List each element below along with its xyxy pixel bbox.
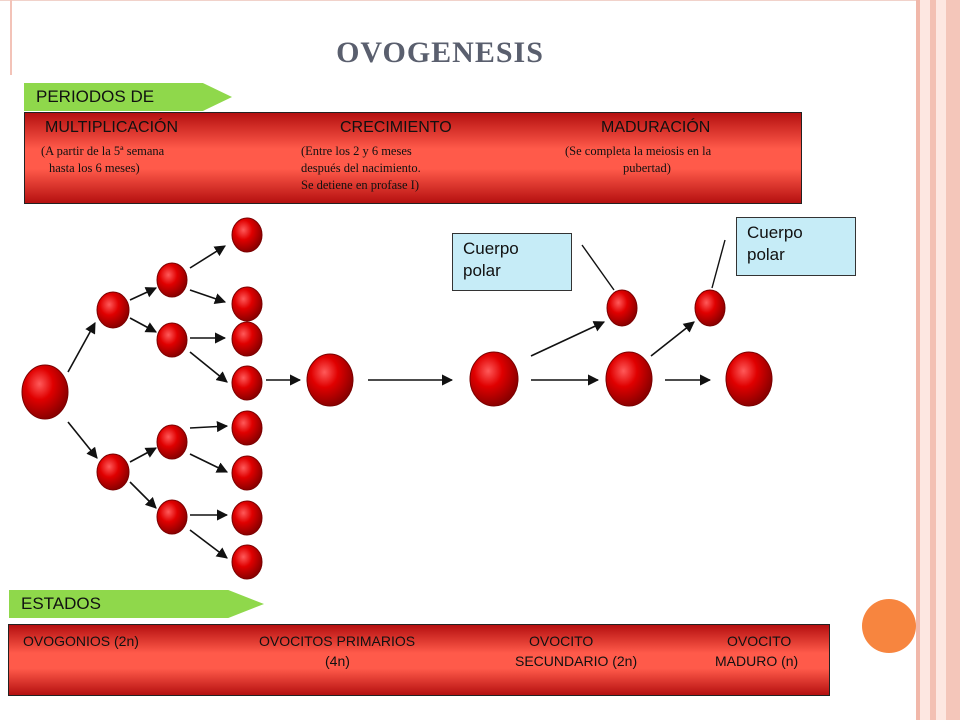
cell-secondary-oocyte: [605, 351, 653, 407]
multiplicacion-desc-2: hasta los 6 meses): [49, 161, 140, 175]
arrow: [129, 447, 157, 463]
periodos-tab: PERIODOS DE: [24, 83, 232, 111]
cell-primary-oocyte: [306, 353, 354, 407]
maduracion-desc-2: pubertad): [623, 161, 671, 175]
callout-pointer-right: [711, 239, 726, 289]
left-frame-line: [0, 0, 12, 75]
polar-body-2: [694, 289, 726, 327]
right-decorative-stripes: [916, 0, 960, 720]
cell-initial: [21, 364, 69, 420]
arrow: [189, 453, 229, 473]
arrow: [129, 287, 158, 301]
slide-title: OVOGENESIS: [336, 36, 544, 69]
cell: [96, 291, 130, 329]
arrow: [189, 351, 228, 383]
crecimiento-heading: CRECIMIENTO: [340, 119, 452, 136]
arrow: [189, 245, 226, 269]
arrow: [67, 421, 98, 459]
estado-primarios-2: (4n): [325, 653, 350, 669]
cell: [231, 455, 263, 491]
callout-right-line1: Cuerpo: [747, 223, 803, 242]
cell: [156, 262, 188, 298]
maduracion-heading: MADURACIÓN: [601, 119, 711, 136]
cell: [96, 453, 130, 491]
cell: [231, 544, 263, 580]
cell: [156, 322, 188, 358]
multiplicacion-desc-1: (A partir de la 5ª semana: [41, 144, 165, 158]
estado-maduro-1: OVOCITO: [727, 633, 792, 649]
callout-right-line2: polar: [747, 245, 785, 264]
cell: [231, 217, 263, 253]
periodos-band: MULTIPLICACIÓN (A partir de la 5ª semana…: [24, 112, 802, 204]
callout-left-line1: Cuerpo: [463, 239, 519, 258]
estado-primarios-1: OVOCITOS PRIMARIOS: [259, 633, 416, 649]
arrow: [189, 420, 229, 433]
arrow: [189, 289, 227, 305]
cell: [231, 365, 263, 401]
cell-primary-oocyte-grown: [469, 351, 519, 407]
estados-band: OVOGONIOS (2n) OVOCITOS PRIMARIOS (4n) O…: [8, 624, 830, 696]
arrow: [530, 321, 606, 357]
crecimiento-desc-3: Se detiene en profase I): [301, 178, 419, 192]
estado-secundario-2: SECUNDARIO (2n): [515, 653, 638, 669]
estados-tab: ESTADOS: [9, 590, 264, 618]
arrow: [650, 321, 695, 357]
cell: [231, 410, 263, 446]
cell: [231, 321, 263, 357]
multiplicacion-heading: MULTIPLICACIÓN: [45, 119, 179, 136]
cell: [231, 286, 263, 322]
arrow: [129, 481, 157, 509]
orange-accent-circle: [862, 599, 916, 653]
arrow: [67, 322, 96, 373]
estado-maduro-2: MADURO (n): [715, 653, 799, 669]
arrow: [129, 317, 157, 333]
cell-mature-ovum: [725, 351, 773, 407]
cell: [156, 499, 188, 535]
callout-polar-body-left: Cuerpo polar: [452, 233, 572, 291]
crecimiento-desc-1: (Entre los 2 y 6 meses: [301, 144, 412, 158]
maduracion-desc-1: (Se completa la meiosis en la: [565, 144, 712, 158]
cell: [231, 500, 263, 536]
estado-secundario-1: OVOCITO: [529, 633, 594, 649]
estado-ovogonios: OVOGONIOS (2n): [23, 633, 139, 649]
crecimiento-desc-2: después del nacimiento.: [301, 161, 421, 175]
polar-body-1: [606, 289, 638, 327]
callout-pointer-left: [581, 244, 615, 291]
arrow: [189, 529, 228, 559]
callout-polar-body-right: Cuerpo polar: [736, 217, 856, 276]
callout-left-line2: polar: [463, 261, 501, 280]
top-rule: [0, 0, 916, 1]
cell: [156, 424, 188, 460]
